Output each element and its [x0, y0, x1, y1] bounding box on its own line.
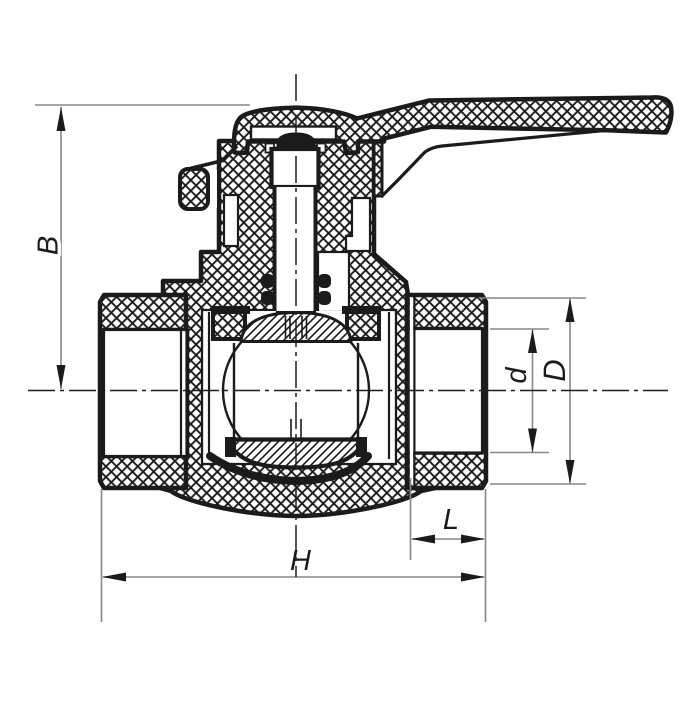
- svg-text:L: L: [443, 504, 459, 536]
- svg-text:D: D: [537, 359, 572, 381]
- svg-text:d: d: [501, 367, 533, 384]
- svg-text:B: B: [33, 236, 65, 255]
- svg-text:H: H: [290, 545, 311, 577]
